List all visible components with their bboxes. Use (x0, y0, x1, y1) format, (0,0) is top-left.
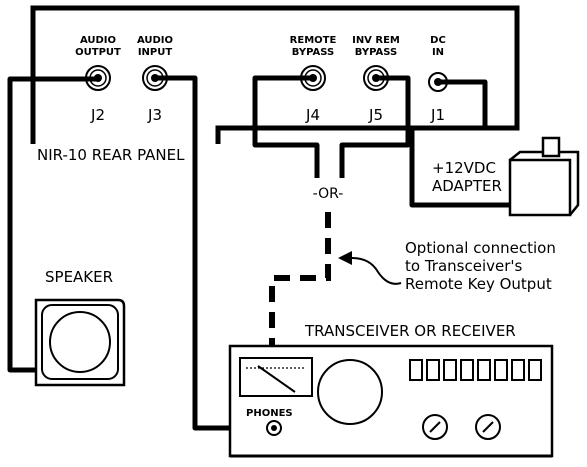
control-knob-right-pointer (482, 421, 494, 433)
display-digit (409, 359, 423, 381)
transceiver-label: TRANSCEIVER OR RECEIVER (304, 322, 516, 340)
adapter-label-line1: +12VDC (432, 159, 496, 177)
jack-j3-bottom-label: INPUT (138, 47, 173, 58)
or-label: -OR- (313, 186, 344, 202)
jack-j4-bottom-label: BYPASS (292, 47, 334, 58)
phones-jack-hole (271, 425, 277, 431)
phones-label: PHONES (246, 408, 293, 419)
display-digit (460, 359, 474, 381)
transceiver: PHONES (228, 344, 554, 458)
signal-meter (239, 357, 313, 397)
adapter-body (508, 158, 572, 217)
rear-panel-title: NIR-10 REAR PANEL (37, 146, 185, 164)
note-pointer-line (351, 257, 402, 285)
frequency-display (409, 359, 542, 381)
adapter-side-shading (509, 150, 580, 216)
jack-j1-id: J1 (430, 106, 445, 124)
jack-j2-bottom-label: OUTPUT (75, 47, 121, 58)
jack-j5-bottom-label: BYPASS (355, 47, 397, 58)
jack-j5-top-label: INV REM (352, 35, 400, 46)
cable-j5-bypass (339, 75, 411, 178)
jack-j1-bottom-label: IN (432, 47, 444, 58)
jack-j5-id: J5 (368, 106, 383, 124)
jack-j3-top-label: AUDIO (137, 35, 173, 46)
display-digit (528, 359, 542, 381)
control-knob-right[interactable] (475, 414, 501, 440)
jack-j1-top-label: DC (430, 35, 446, 46)
speaker-label: SPEAKER (45, 268, 113, 286)
note-arrow-head (338, 251, 352, 265)
control-knob-left[interactable] (422, 414, 448, 440)
note-line1: Optional connection (405, 239, 556, 257)
display-digit (477, 359, 491, 381)
speaker-cone (49, 311, 111, 373)
control-knob-left-pointer (429, 421, 441, 433)
display-digit (426, 359, 440, 381)
adapter-plug (541, 136, 561, 158)
meter-needle-icon (257, 365, 296, 393)
jack-j4-top-label: REMOTE (290, 35, 337, 46)
cable-j2-to-speaker (7, 76, 101, 373)
cable-j4-bypass (252, 75, 320, 178)
display-digit (511, 359, 525, 381)
speaker (34, 298, 126, 387)
adapter-label-line2: ADAPTER (432, 177, 502, 195)
display-digit (443, 359, 457, 381)
cable-j1-to-adapter (409, 79, 510, 208)
note-line3: Remote Key Output (405, 275, 552, 293)
jack-j4-id: J4 (305, 106, 320, 124)
rear-panel-outline (30, 5, 520, 144)
display-digit (494, 359, 508, 381)
note-line2: to Transceiver's (405, 257, 523, 275)
tuning-knob[interactable] (317, 359, 383, 425)
optional-dashed-cable (269, 212, 331, 345)
jack-j2-id: J2 (90, 106, 105, 124)
jack-j2-top-label: AUDIO (80, 35, 116, 46)
jack-j3-id: J3 (147, 106, 162, 124)
power-adapter (508, 136, 580, 217)
